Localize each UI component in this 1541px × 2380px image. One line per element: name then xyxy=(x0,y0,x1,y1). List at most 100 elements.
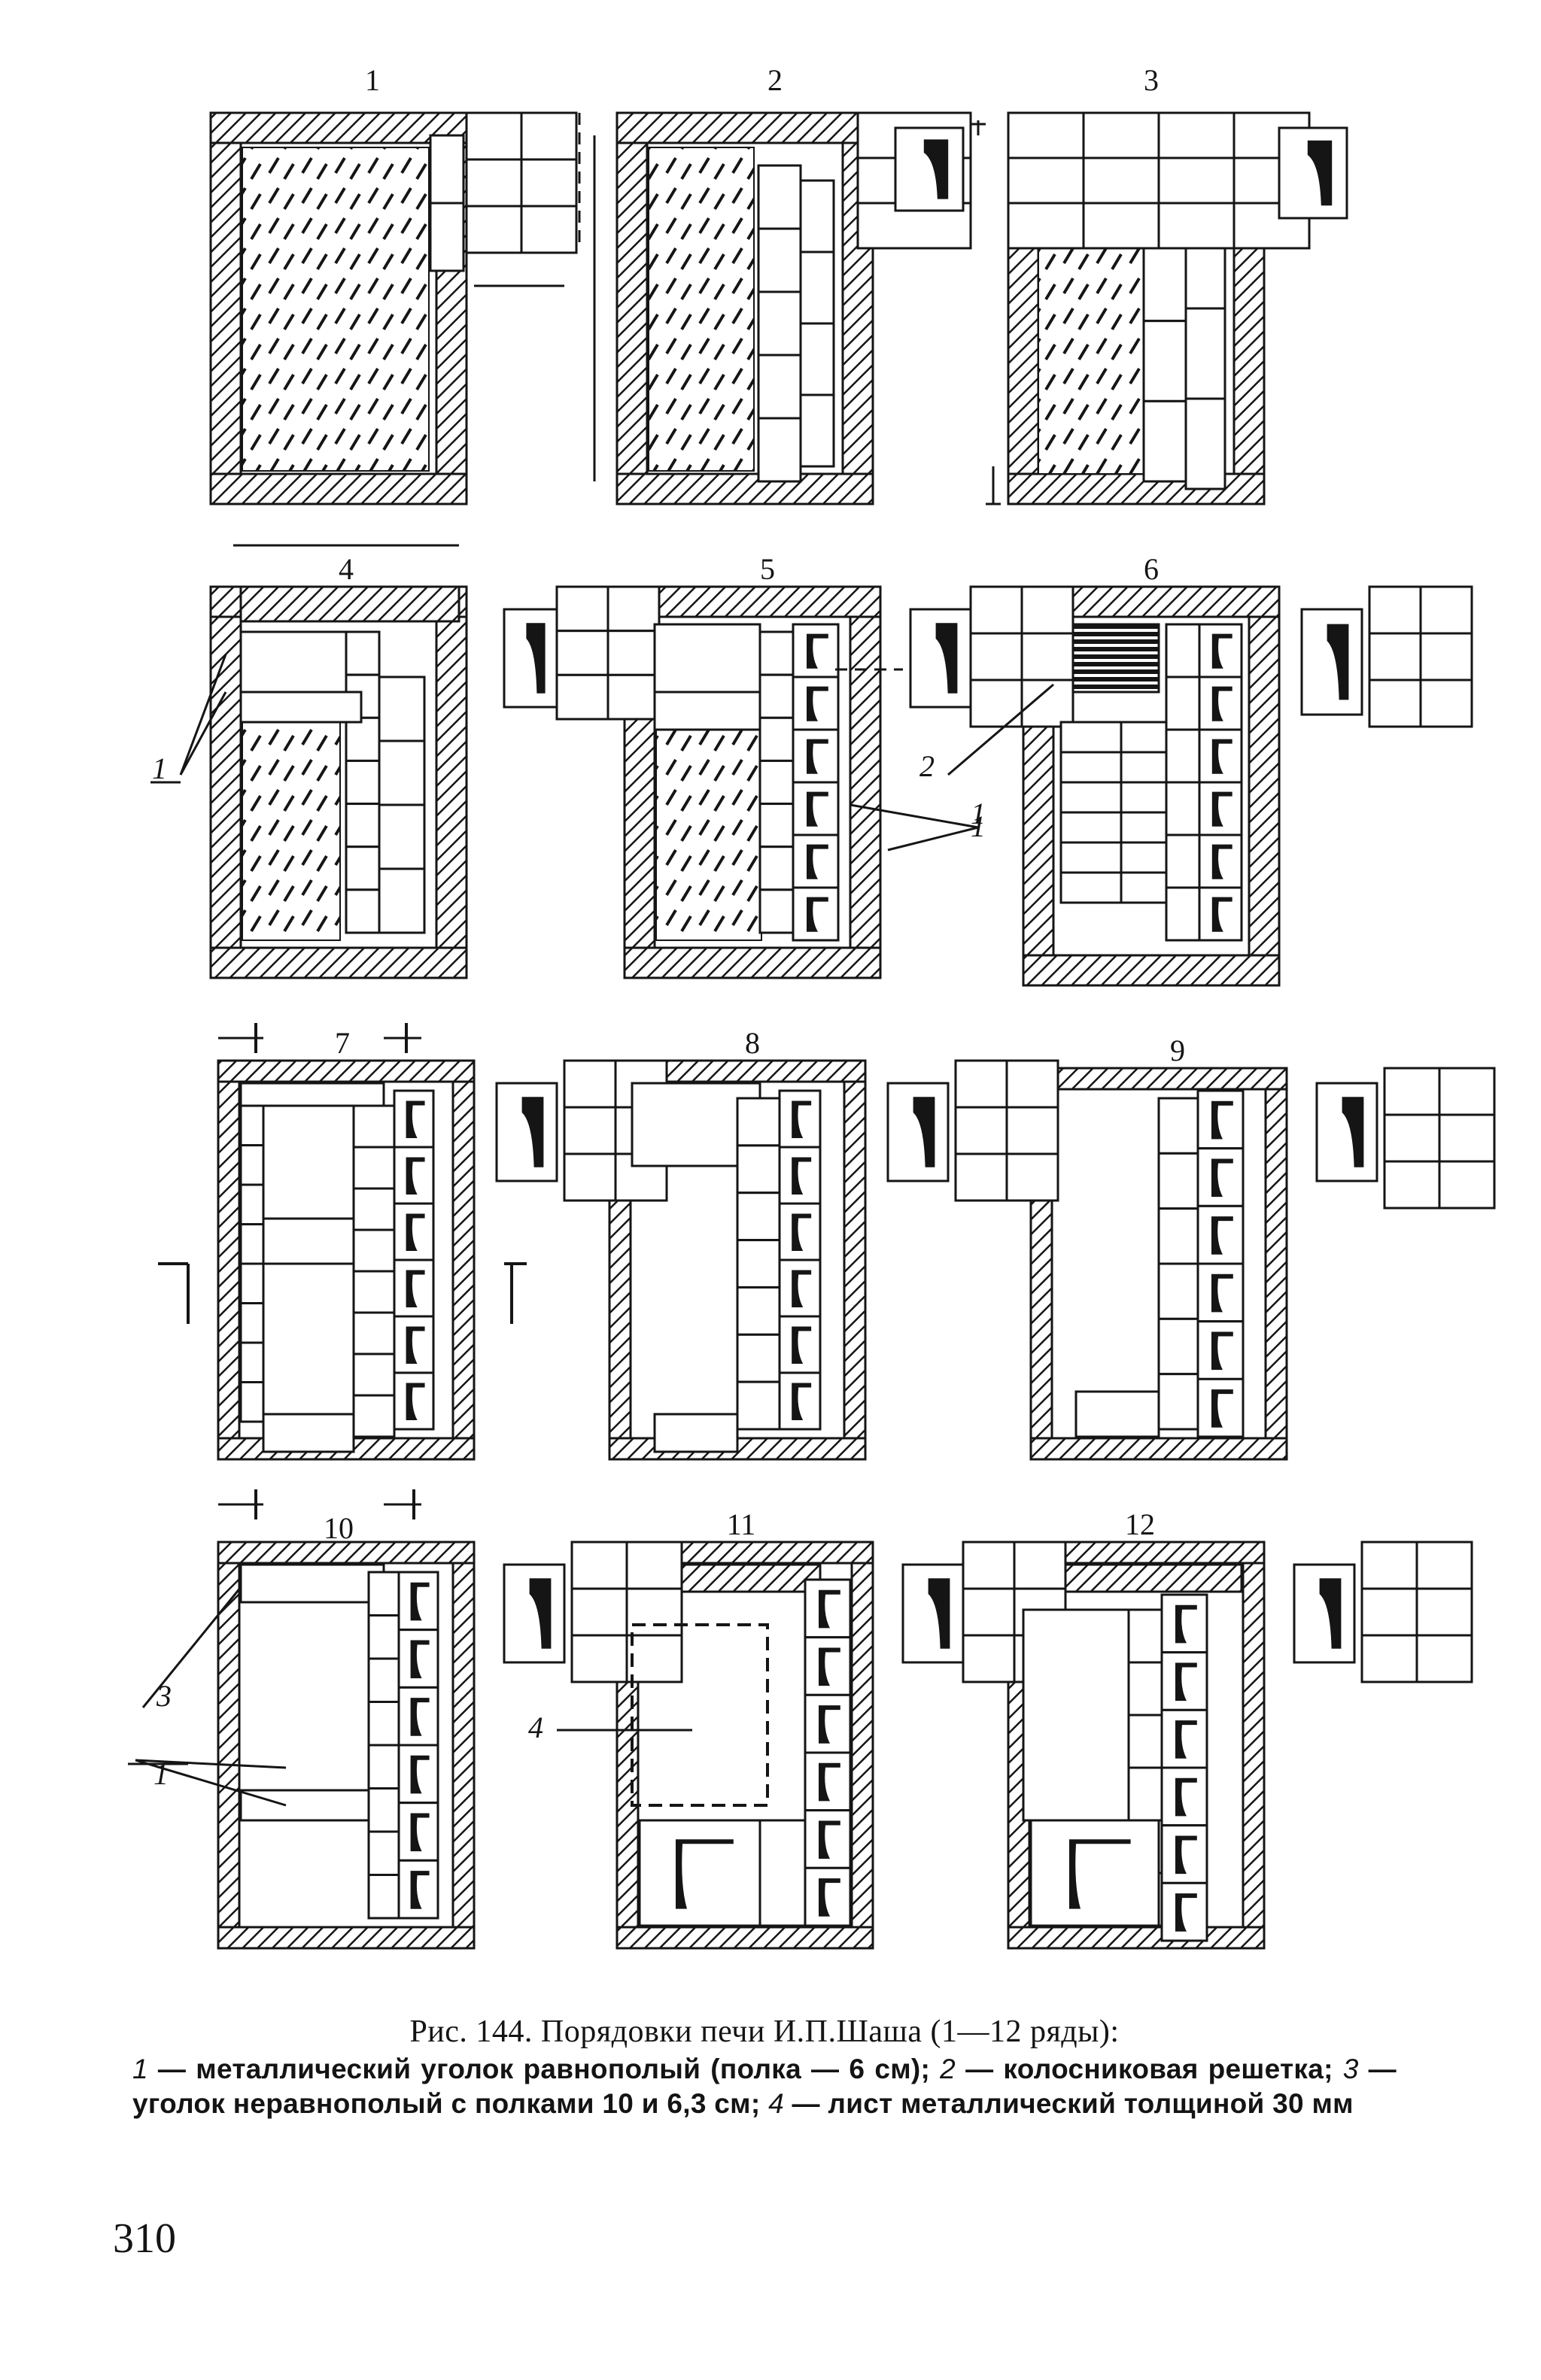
brick xyxy=(345,759,381,806)
brick xyxy=(1127,1661,1163,1717)
flue-profile xyxy=(1319,1578,1342,1649)
brick xyxy=(758,630,795,676)
legend-number: 3 xyxy=(1342,2054,1359,2084)
angle-profile xyxy=(807,686,828,721)
panel-number: 6 xyxy=(1144,552,1159,586)
hatched-lining xyxy=(1022,954,1281,987)
hatched-lining xyxy=(217,1080,241,1440)
brick xyxy=(1059,751,1123,784)
hatched-lining xyxy=(209,111,468,144)
angle-profile xyxy=(1211,686,1232,721)
brick xyxy=(397,1686,439,1747)
brick xyxy=(792,781,840,836)
brick xyxy=(736,1380,781,1431)
legend-number: 4 xyxy=(768,2088,784,2119)
brick xyxy=(1415,1587,1473,1637)
brick xyxy=(1059,841,1123,874)
brick xyxy=(367,1830,400,1876)
brick xyxy=(352,1146,396,1190)
brick xyxy=(625,1634,683,1683)
brick xyxy=(1196,1204,1245,1265)
chamber-fill xyxy=(655,729,762,941)
brick xyxy=(1196,1320,1245,1380)
hatched-lining xyxy=(451,1562,476,1929)
brick xyxy=(758,888,795,934)
brick xyxy=(1383,1160,1441,1210)
brick xyxy=(1059,811,1123,844)
brick xyxy=(736,1097,781,1147)
brick xyxy=(367,1657,400,1703)
leader-line xyxy=(850,803,979,829)
brick xyxy=(555,585,609,633)
brick xyxy=(1059,781,1123,814)
brick xyxy=(799,393,835,468)
brick xyxy=(1157,1097,1199,1155)
angle-profile xyxy=(1069,1839,1131,1909)
angle-profile xyxy=(1211,1216,1233,1255)
brick xyxy=(1198,886,1243,942)
hatched-lining xyxy=(1242,1562,1266,1929)
brick xyxy=(397,1859,439,1920)
brick xyxy=(1160,1593,1208,1654)
brick xyxy=(1082,111,1160,159)
brick xyxy=(792,623,840,678)
hatched-lining xyxy=(217,1562,241,1929)
brick xyxy=(804,1693,852,1754)
brick xyxy=(1196,1377,1245,1438)
brick xyxy=(367,1614,400,1660)
brick xyxy=(378,867,426,934)
brick xyxy=(1120,841,1168,874)
brick xyxy=(1142,320,1187,402)
brick xyxy=(757,164,802,230)
chamber-fill xyxy=(648,147,755,472)
brick xyxy=(1142,399,1187,483)
brick xyxy=(352,1270,396,1314)
angle-profile xyxy=(406,1157,425,1195)
brick xyxy=(397,1744,439,1805)
brick xyxy=(1438,1113,1496,1163)
angle-profile xyxy=(1211,897,1232,932)
brick xyxy=(757,354,802,420)
panel-number: 3 xyxy=(1144,63,1159,97)
brick xyxy=(1007,111,1085,159)
brick xyxy=(653,1413,739,1453)
grate xyxy=(1067,623,1160,694)
brick xyxy=(1142,239,1187,323)
brick xyxy=(570,1634,628,1683)
angle-profile xyxy=(1211,739,1232,774)
brick xyxy=(1029,1819,1160,1927)
flue-profile xyxy=(913,1097,935,1167)
brick xyxy=(1165,833,1201,889)
brick xyxy=(1005,1059,1059,1109)
angle-profile xyxy=(1211,791,1232,827)
brick xyxy=(520,205,578,254)
angle-profile xyxy=(410,1871,430,1909)
angle-profile xyxy=(1211,844,1232,879)
brick xyxy=(954,1152,1008,1202)
legend-item-3: 3 — уголок неравнополый с полками 10 и 6… xyxy=(132,2054,1397,2119)
brick xyxy=(1198,675,1243,731)
flue-profile xyxy=(928,1578,950,1649)
brick xyxy=(757,227,802,293)
brick xyxy=(778,1258,822,1318)
angle-profile xyxy=(410,1755,430,1794)
brick xyxy=(397,1629,439,1689)
brick xyxy=(239,1381,265,1423)
hatched-lining xyxy=(209,615,242,949)
hatched-lining xyxy=(615,472,874,505)
brick xyxy=(1198,781,1243,836)
brick xyxy=(1368,678,1422,728)
brick xyxy=(799,322,835,396)
brick xyxy=(1013,1541,1067,1590)
brick xyxy=(778,1089,822,1149)
brick xyxy=(1198,728,1243,784)
angle-profile xyxy=(807,633,828,669)
brick xyxy=(239,1104,265,1146)
angle-profile xyxy=(807,844,828,879)
brick xyxy=(1059,871,1123,904)
brick xyxy=(1438,1160,1496,1210)
flue-profile xyxy=(529,1578,552,1649)
brick xyxy=(894,126,965,212)
brick xyxy=(653,623,761,694)
brick xyxy=(792,675,840,731)
